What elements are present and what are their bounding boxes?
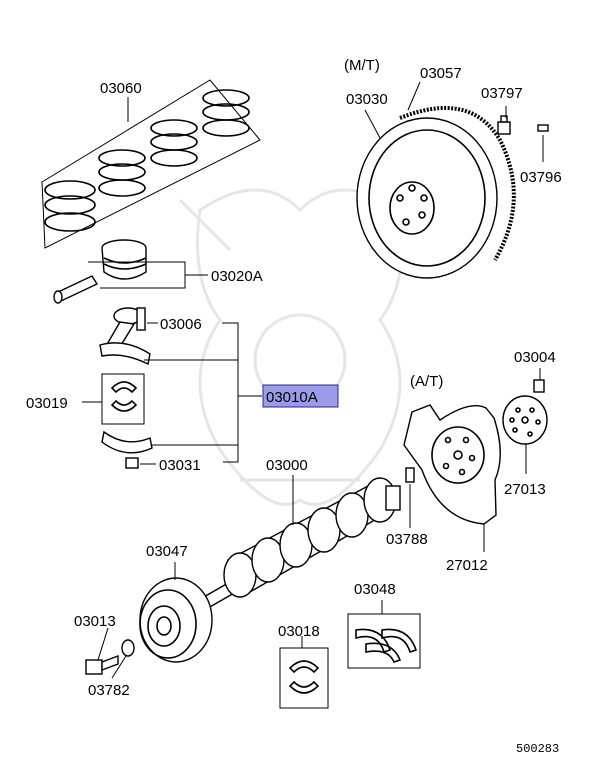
label-03031[interactable]: 03031 — [159, 457, 201, 474]
label-03782[interactable]: 03782 — [88, 682, 130, 699]
diagram-id: 500283 — [516, 742, 559, 756]
rod-nut[interactable] — [125, 457, 139, 469]
main-bearing-set[interactable] — [279, 647, 329, 709]
label-03047[interactable]: 03047 — [146, 543, 188, 560]
variant-manual-label: (M/T) — [344, 57, 380, 74]
label-27012[interactable]: 27012 — [446, 557, 488, 574]
rod-cap[interactable] — [101, 430, 153, 454]
rod-bearing-set[interactable] — [101, 373, 145, 425]
label-03788[interactable]: 03788 — [386, 531, 428, 548]
crankshaft[interactable] — [201, 477, 401, 609]
ring-gear[interactable] — [399, 106, 516, 262]
crankshaft-pulley[interactable] — [139, 577, 213, 663]
label-03006[interactable]: 03006 — [160, 316, 202, 333]
ring-dowel[interactable] — [405, 467, 415, 483]
variant-auto-label: (A/T) — [410, 373, 443, 390]
label-03797[interactable]: 03797 — [481, 85, 523, 102]
drive-plate-bolt[interactable] — [533, 379, 545, 393]
adapter-plate[interactable] — [502, 395, 548, 445]
drive-plate[interactable] — [403, 404, 501, 525]
label-03060[interactable]: 03060 — [100, 80, 142, 97]
piston[interactable] — [101, 239, 147, 280]
label-03013[interactable]: 03013 — [74, 613, 116, 630]
part-labels: 03060 03020A 03006 03019 03010A 03031 (M… — [26, 57, 562, 756]
label-03020A[interactable]: 03020A — [211, 268, 263, 285]
pulley-washer[interactable] — [121, 639, 135, 657]
connecting-rod-assy-highlight — [262, 384, 339, 408]
label-03796[interactable]: 03796 — [520, 169, 562, 186]
label-03018[interactable]: 03018 — [278, 623, 320, 640]
pulley-bolt[interactable] — [85, 654, 119, 675]
label-03004[interactable]: 03004 — [514, 349, 556, 366]
piston-rings-group[interactable] — [41, 79, 261, 249]
label-03019[interactable]: 03019 — [26, 395, 68, 412]
dowel-pin[interactable] — [537, 124, 549, 132]
label-03057[interactable]: 03057 — [420, 65, 462, 82]
thrust-washer-set[interactable] — [347, 613, 421, 669]
flywheel[interactable] — [356, 117, 498, 279]
label-03000[interactable]: 03000 — [266, 457, 308, 474]
label-03010A[interactable]: 03010A — [266, 389, 318, 406]
label-03048[interactable]: 03048 — [354, 581, 396, 598]
label-27013[interactable]: 27013 — [504, 481, 546, 498]
label-03030[interactable]: 03030 — [346, 91, 388, 108]
piston-pin[interactable] — [53, 275, 99, 304]
flywheel-bolt[interactable] — [497, 115, 511, 135]
connecting-rod[interactable] — [99, 307, 151, 366]
